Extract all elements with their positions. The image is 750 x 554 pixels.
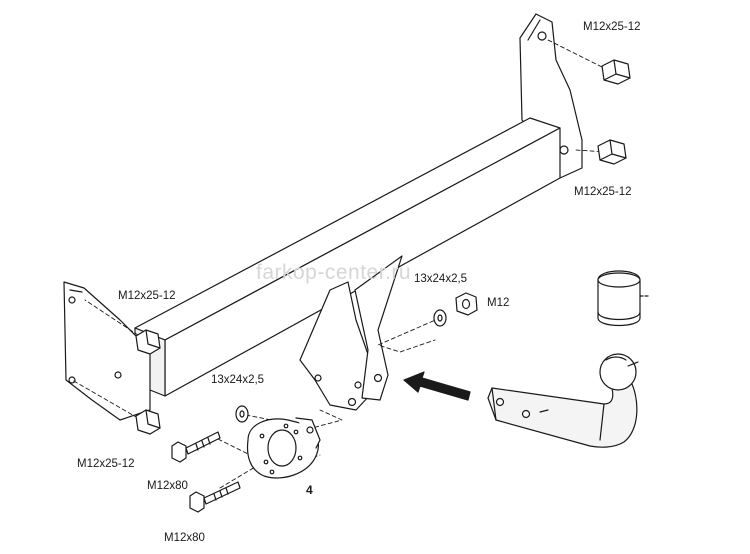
tow-ball-neck — [487, 371, 638, 448]
label-bolt-spec-left-upper: M12x25-12 — [118, 290, 176, 302]
watermark-text: farkop-center.ru — [256, 261, 412, 284]
label-nut-m12: M12 — [487, 297, 510, 309]
nut-m12 — [455, 292, 478, 316]
tow-ball — [599, 353, 639, 391]
nut-left-lower — [135, 409, 161, 435]
label-washer-spec-right: 13x24x2,5 — [414, 273, 468, 285]
nut-left-upper — [135, 329, 161, 355]
left-mounting-bracket — [63, 281, 151, 421]
center-mounting-plates — [299, 255, 403, 411]
flange-plate — [246, 417, 321, 479]
bolt-upper — [171, 431, 221, 463]
bolt-lower — [189, 481, 241, 513]
label-bolt-spec-left-lower: M12x25-12 — [77, 458, 135, 470]
nut-top-right-lower — [597, 139, 627, 165]
ball-cap — [597, 270, 651, 327]
washer-right — [433, 309, 447, 327]
label-bolt-spec-top-right-lower: M12x25-12 — [574, 186, 632, 198]
insertion-arrow — [403, 371, 471, 401]
label-bolt-spec-top-right-upper: M12x25-12 — [583, 21, 641, 33]
nut-top-right-upper — [601, 59, 631, 85]
label-part-number: 4 — [306, 483, 313, 497]
label-bolt-lower: M12x80 — [164, 532, 205, 544]
washer-center — [235, 405, 249, 423]
label-washer-spec-center: 13x24x2,5 — [211, 374, 265, 386]
label-bolt-upper: M12x80 — [147, 480, 188, 492]
